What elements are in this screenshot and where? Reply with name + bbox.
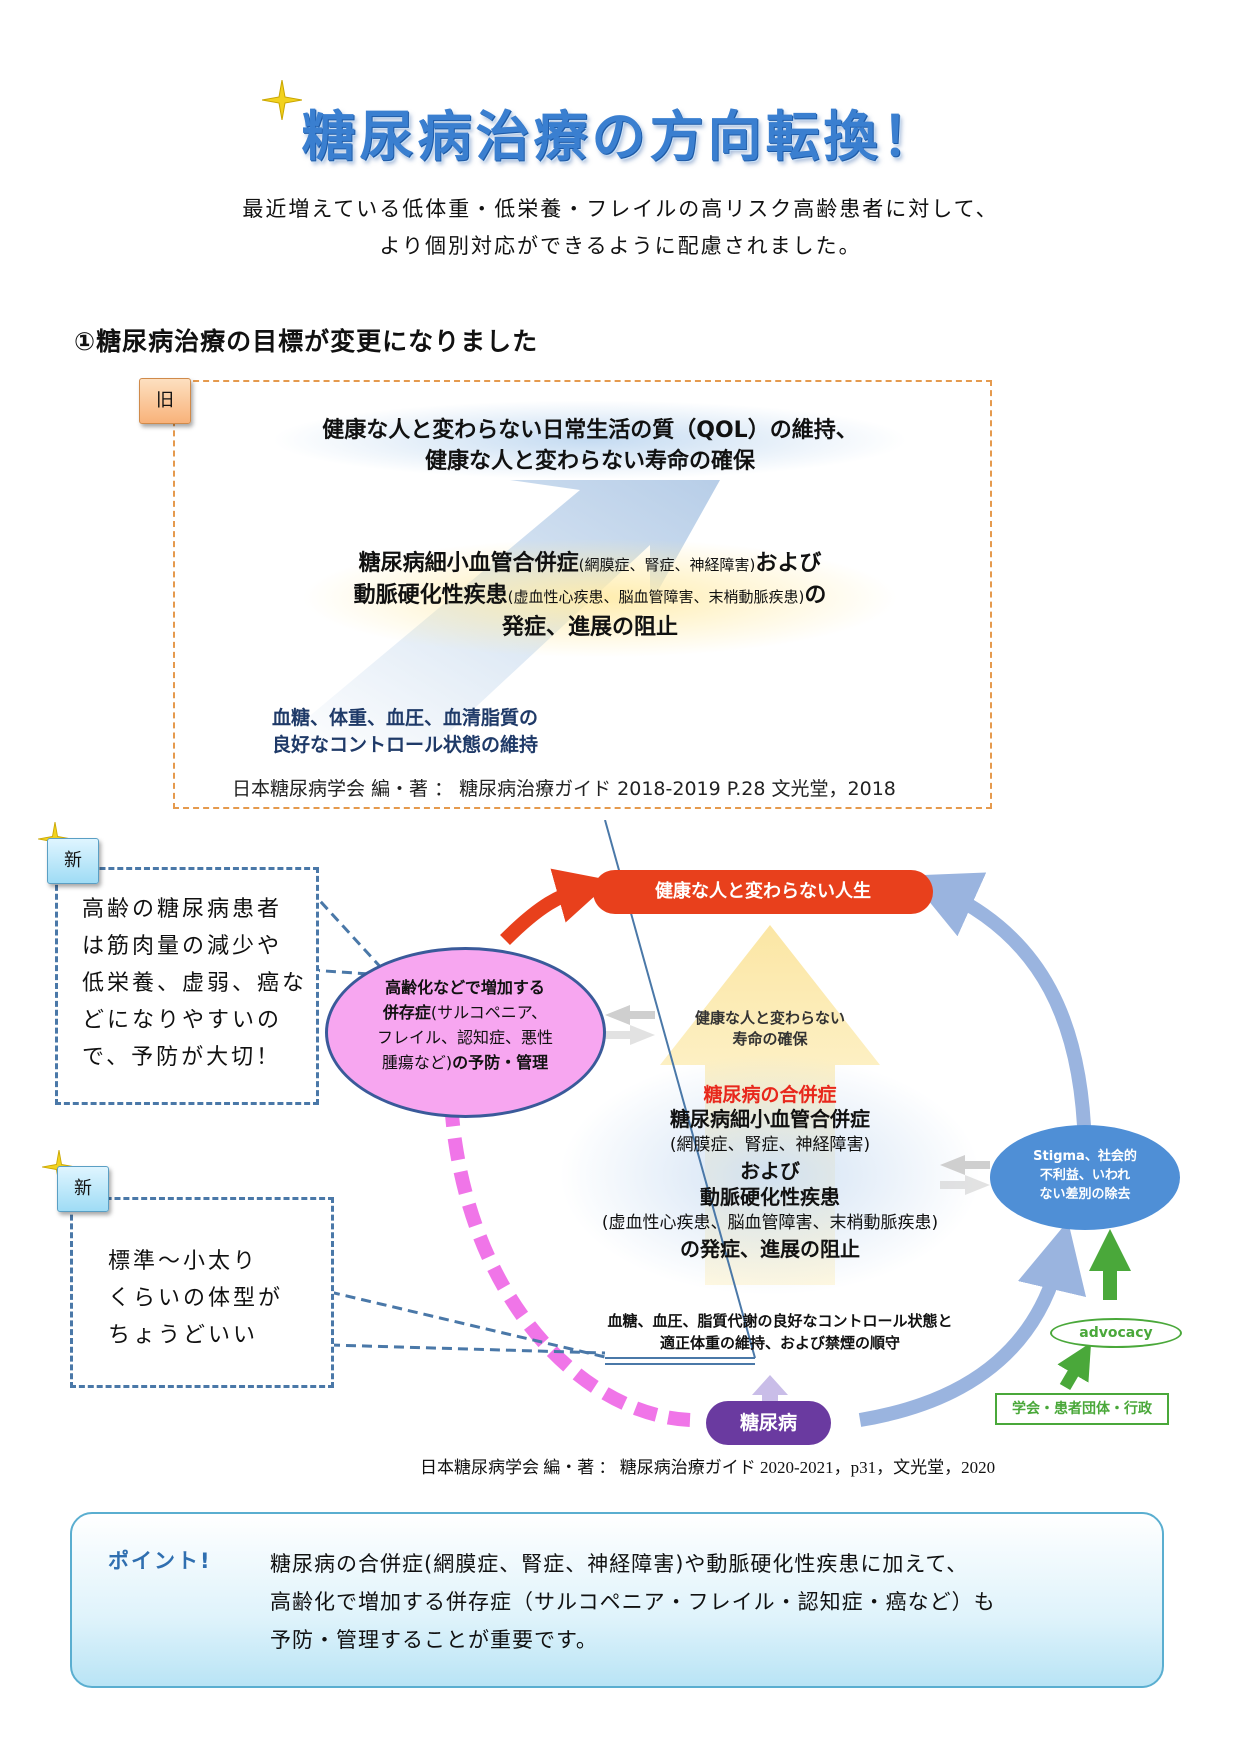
comorbidity-ellipse [325,947,606,1118]
old-goal-line-1: 健康な人と変わらない日常生活の質（QOL）の維持、 [322,418,858,443]
section-heading: ①糖尿病治療の目標が変更になりました [74,327,539,356]
note-box-2 [70,1197,334,1388]
old-mid-2-end: の [804,583,827,608]
old-base-line-1: 血糖、体重、血圧、血清脂質の [272,707,539,729]
stigma-text: Stigma、社会的 不利益、いわれ ない差別の除去 [995,1147,1175,1204]
point-line-2: 高齢化で増加する併存症（サルコペニア・フレイル・認知症・癌など）も [270,1590,996,1614]
complication-text: 糖尿病細小血管合併症 (網膜症、腎症、神経障害) および 動脈硬化性疾患 (虚血… [540,1106,1000,1262]
stigma-line: 不利益、いわれ [1039,1168,1131,1183]
arrow-head-text: 健康な人と変わらない 寿命の確保 [660,1008,880,1050]
note-1-line: 高齢の糖尿病患者 [82,897,283,922]
old-citation: 日本糖尿病学会 編・著 ： 糖尿病治療ガイド 2018-2019 P.28 文光… [232,778,896,800]
comorbid-line-4-bold: の予防・管理 [452,1053,549,1072]
comorbidity-text: 高齢化などで増加する 併存症(サルコペニア、 フレイル、認知症、悪性 腫瘍など)… [330,975,600,1075]
new-citation: 日本糖尿病学会 編・著 ： 糖尿病治療ガイド 2020-2021，p31，文光堂… [420,1458,996,1477]
sparkle-icon [262,80,302,120]
note-2-line: くらいの体型が [108,1286,284,1311]
note-2-line: ちょうどいい [108,1323,259,1348]
old-mid-1-end: および [755,551,822,576]
new-tag-2: 新 [57,1166,109,1212]
old-goal-line-2: 健康な人と変わらない寿命の確保 [424,449,755,474]
note-2-text: 標準〜小太り くらいの体型が ちょうどいい [108,1243,283,1354]
stigma-line: ない差別の除去 [1039,1187,1131,1202]
healthy-life-pill: 健康な人と変わらない人生 [593,870,933,914]
old-mid-line-3: 発症、進展の阻止 [501,615,678,640]
note-1-line: で、予防が大切！ [82,1045,282,1070]
old-mid-1-main: 糖尿病細小血管合併症 [358,551,579,576]
point-box [70,1512,1164,1688]
arrow-head-line: 寿命の確保 [732,1030,808,1048]
center-line: 動脈硬化性疾患 [700,1185,840,1209]
note-1-line: 低栄養、虚弱、癌な [82,971,308,996]
point-text: 糖尿病の合併症(網膜症、腎症、神経障害)や動脈硬化性疾患に加えて、 高齢化で増加… [270,1545,996,1659]
new-cycle-diagram [308,820,1131,1427]
comorbid-line-3: フレイル、認知症、悪性 [376,1028,553,1047]
advocacy-label: advocacy [1050,1318,1182,1348]
page-title: 糖尿病治療の方向転換！ [301,105,940,168]
note-box-1 [55,867,319,1105]
complication-title: 糖尿病の合併症 [703,1084,837,1106]
old-mid-2-main: 動脈硬化性疾患 [353,583,508,608]
diabetes-pill: 糖尿病 [706,1401,831,1445]
old-mid-1-small: (網膜症、腎症、神経障害) [578,556,756,574]
old-base-line-2: 良好なコントロール状態の維持 [272,734,539,756]
old-mid-2-small: (虚血性心疾患、脳血管障害、末梢動脈疾患) [507,588,805,606]
arrow-head-line: 健康な人と変わらない [694,1009,845,1027]
center-line: (網膜症、腎症、神経障害) [669,1135,871,1155]
comorbid-line-2-bold: 併存症 [382,1003,431,1022]
control-line: 適正体重の維持、および禁煙の順守 [659,1334,900,1352]
intro-line-1: 最近増えている低体重・低栄養・フレイルの高リスク高齢患者に対して、 [242,197,999,221]
intro-line-2: より個別対応ができるように配慮されました。 [379,234,862,258]
old-goal-glow [270,400,910,480]
comorbid-line-1: 高齢化などで増加する [385,978,545,997]
center-line: および [740,1159,800,1183]
stigma-ellipse [990,1125,1180,1230]
old-mid-line-1: 糖尿病細小血管合併症(網膜症、腎症、神経障害)および [230,545,950,577]
point-line-1: 糖尿病の合併症(網膜症、腎症、神経障害)や動脈硬化性疾患に加えて、 [270,1552,969,1576]
point-label: ポイント! [108,1549,212,1573]
point-line-3: 予防・管理することが重要です。 [270,1628,598,1652]
old-goal-box [173,380,992,809]
comorbid-line-2-rest: (サルコペニア、 [430,1003,548,1022]
center-line: の発症、進展の阻止 [680,1237,860,1261]
society-box: 学会・患者団体・行政 [995,1393,1169,1425]
center-line: 糖尿病細小血管合併症 [670,1107,870,1131]
center-line: (虚血性心疾患、脳血管障害、末梢動脈疾患) [601,1213,939,1233]
note-1-line: どになりやすいの [82,1008,283,1033]
control-line: 血糖、血圧、脂質代謝の良好なコントロール状態と [607,1312,953,1330]
old-tag: 旧 [139,378,191,424]
stigma-line: Stigma、社会的 [1033,1149,1137,1164]
new-tag-1: 新 [47,838,99,884]
comorbid-line-4-rest: 腫瘍など) [381,1053,453,1072]
control-text: 血糖、血圧、脂質代謝の良好なコントロール状態と 適正体重の維持、および禁煙の順守 [550,1310,1010,1354]
old-mid-line-2: 動脈硬化性疾患(虚血性心疾患、脳血管障害、末梢動脈疾患)の [230,577,950,609]
note-1-text: 高齢の糖尿病患者 は筋肉量の減少や 低栄養、虚弱、癌な どになりやすいの で、予… [82,891,307,1076]
old-mid-glow [300,538,900,658]
note-1-line: は筋肉量の減少や [82,934,283,959]
note-2-line: 標準〜小太り [108,1249,259,1274]
